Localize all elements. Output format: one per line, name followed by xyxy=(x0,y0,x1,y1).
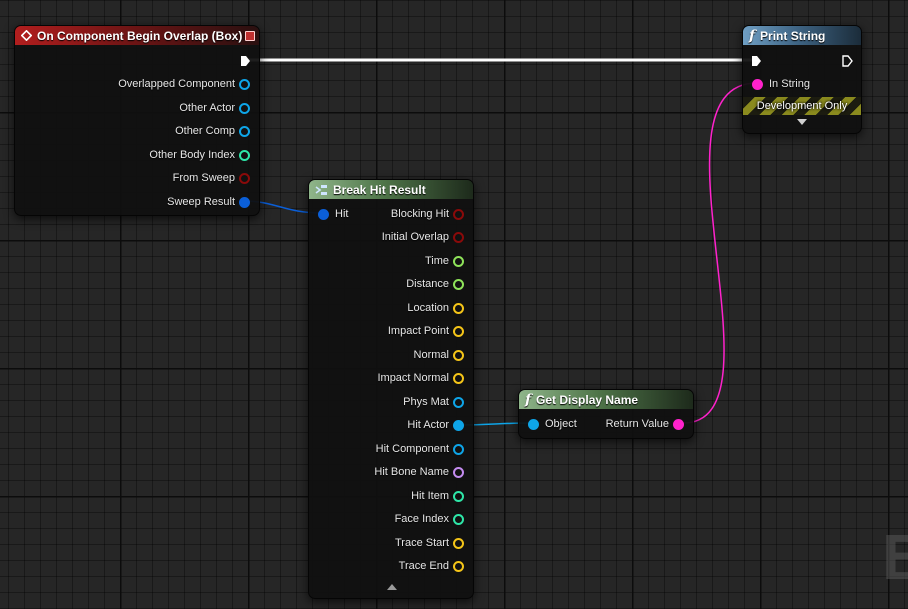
pin-other-comp[interactable]: Other Comp xyxy=(175,122,250,140)
development-only-banner: Development Only xyxy=(743,97,861,115)
function-node-print-string[interactable]: f Print String In String Development Onl… xyxy=(742,25,862,134)
object-pin-icon xyxy=(239,125,250,137)
pin-other-body-index[interactable]: Other Body Index xyxy=(149,146,250,164)
event-node-title: On Component Begin Overlap (Box) xyxy=(37,28,243,43)
vector-pin-icon xyxy=(453,372,464,384)
struct-pin-icon xyxy=(318,208,329,220)
function-node-get-display-name[interactable]: f Get Display Name Object Return Value xyxy=(518,389,694,439)
pin-initial-overlap[interactable]: Initial Overlap xyxy=(382,228,464,246)
pin-hit[interactable]: Hit xyxy=(318,205,348,223)
name-pin-icon xyxy=(453,466,464,478)
get-display-name-header[interactable]: f Get Display Name xyxy=(519,390,693,409)
exec-input-pin[interactable] xyxy=(751,52,762,70)
break-struct-icon xyxy=(315,184,328,196)
string-pin-icon xyxy=(752,78,763,90)
object-pin-icon xyxy=(239,78,250,90)
pin-distance[interactable]: Distance xyxy=(406,275,464,293)
pin-hit-bone-name[interactable]: Hit Bone Name xyxy=(374,463,464,481)
vector-pin-icon xyxy=(453,325,464,337)
exec-output-pin[interactable] xyxy=(842,52,853,70)
float-pin-icon xyxy=(453,278,464,290)
struct-pin-icon xyxy=(239,196,250,208)
pin-other-actor[interactable]: Other Actor xyxy=(179,99,250,117)
event-node-header[interactable]: On Component Begin Overlap (Box) xyxy=(15,26,259,45)
pin-impact-normal[interactable]: Impact Normal xyxy=(377,369,464,387)
event-node-begin-overlap[interactable]: On Component Begin Overlap (Box) Overlap… xyxy=(14,25,260,216)
pin-face-index[interactable]: Face Index xyxy=(395,510,464,528)
editor-watermark: B xyxy=(882,521,908,593)
vector-pin-icon xyxy=(453,302,464,314)
int-pin-icon xyxy=(453,490,464,502)
string-pin-icon xyxy=(673,418,684,430)
vector-pin-icon xyxy=(453,560,464,572)
bool-pin-icon xyxy=(453,208,464,220)
pin-impact-point[interactable]: Impact Point xyxy=(388,322,464,340)
pin-overlapped-component[interactable]: Overlapped Component xyxy=(118,75,250,93)
int-pin-icon xyxy=(453,513,464,525)
vector-pin-icon xyxy=(453,537,464,549)
pin-trace-end[interactable]: Trace End xyxy=(399,557,464,575)
return-value-wire xyxy=(682,82,758,424)
object-pin-icon xyxy=(239,102,250,114)
close-icon[interactable] xyxy=(245,31,255,41)
pin-phys-mat[interactable]: Phys Mat xyxy=(403,393,464,411)
pin-sweep-result[interactable]: Sweep Result xyxy=(167,193,250,211)
vector-pin-icon xyxy=(453,349,464,361)
pin-hit-item[interactable]: Hit Item xyxy=(411,487,464,505)
exec-arrow-icon xyxy=(241,56,250,66)
pin-time[interactable]: Time xyxy=(425,252,464,270)
pin-return-value[interactable]: Return Value xyxy=(606,415,684,433)
print-string-header[interactable]: f Print String xyxy=(743,26,861,45)
pin-blocking-hit[interactable]: Blocking Hit xyxy=(391,205,464,223)
collapse-arrow-icon[interactable] xyxy=(387,584,397,590)
function-icon: f xyxy=(525,391,532,408)
function-icon: f xyxy=(749,27,756,44)
float-pin-icon xyxy=(453,255,464,267)
bool-pin-icon xyxy=(239,172,250,184)
object-pin-icon xyxy=(453,396,464,408)
break-hit-result-title: Break Hit Result xyxy=(333,182,426,197)
get-display-name-title: Get Display Name xyxy=(536,392,639,407)
exec-arrow-icon xyxy=(752,56,761,66)
bool-pin-icon xyxy=(453,231,464,243)
pin-object[interactable]: Object xyxy=(528,415,577,433)
event-diamond-icon xyxy=(21,30,32,41)
pin-hit-actor[interactable]: Hit Actor xyxy=(407,416,464,434)
struct-node-break-hit-result[interactable]: Break Hit Result Hit Blocking Hit Initia… xyxy=(308,179,474,599)
pin-trace-start[interactable]: Trace Start xyxy=(395,534,464,552)
expand-arrow-icon[interactable] xyxy=(797,119,807,125)
exec-output-pin[interactable] xyxy=(240,52,251,70)
pin-in-string[interactable]: In String xyxy=(752,75,810,93)
pin-hit-component[interactable]: Hit Component xyxy=(376,440,464,458)
pin-location[interactable]: Location xyxy=(407,299,464,317)
print-string-title: Print String xyxy=(760,28,826,43)
object-pin-icon xyxy=(453,419,464,431)
int-pin-icon xyxy=(239,149,250,161)
object-pin-icon xyxy=(528,418,539,430)
break-hit-result-header[interactable]: Break Hit Result xyxy=(309,180,473,199)
pin-from-sweep[interactable]: From Sweep xyxy=(173,169,250,187)
pin-normal[interactable]: Normal xyxy=(414,346,464,364)
object-pin-icon xyxy=(453,443,464,455)
exec-arrow-icon xyxy=(842,55,853,67)
